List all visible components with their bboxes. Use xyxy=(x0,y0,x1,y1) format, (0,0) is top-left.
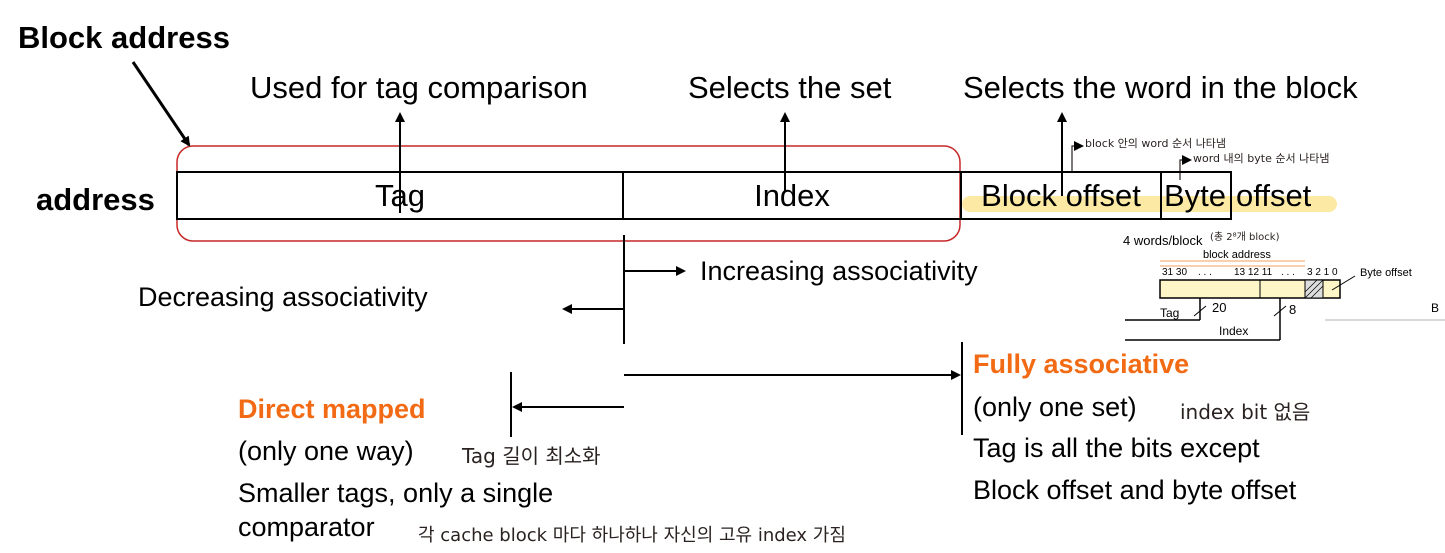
block-offset-field: Block offset xyxy=(961,171,1161,220)
tag-caption: Used for tag comparison xyxy=(250,70,588,105)
decreasing-associativity-label: Decreasing associativity xyxy=(138,282,428,312)
direct-mapped-line1: (only one way) xyxy=(238,436,414,466)
block-offset-caption: Selects the word in the block xyxy=(963,70,1358,105)
tag-field: Tag xyxy=(177,171,623,220)
inset-dots-right: . . . xyxy=(1281,267,1295,278)
fully-associative-line2: Tag is all the bits except xyxy=(973,433,1260,463)
block-address-title: Block address xyxy=(18,20,230,55)
inset-bits-right: 3 2 1 0 xyxy=(1307,267,1338,278)
inset-bits-left: 31 30 xyxy=(1162,267,1188,278)
inset-dots: . . . xyxy=(1198,267,1212,278)
byte-field-part: Byte xyxy=(1161,171,1233,220)
direct-mapped-line3: comparator xyxy=(238,512,375,542)
inset-total-blocks: (총 2⁸개 block) xyxy=(1210,232,1280,243)
inset-tag-bits: 20 xyxy=(1212,300,1227,315)
inset-bits-mid: 13 12 11 xyxy=(1234,267,1273,278)
inset-words-per-block: 4 words/block xyxy=(1123,233,1203,248)
index-field: Index xyxy=(623,171,961,220)
byte-offset-field: Byte offset xyxy=(1161,171,1321,220)
inset-byte-offset: Byte offset xyxy=(1360,267,1412,279)
inset-index-label: Index xyxy=(1219,324,1249,338)
inset-block-address: block address xyxy=(1203,249,1271,261)
direct-mapped-handwritten-note: Tag 길이 최소화 xyxy=(462,444,601,468)
block-offset-handwritten-note: block 안의 word 순서 나타냄 xyxy=(1085,137,1227,150)
index-handwritten-note: 각 cache block 마다 하나하나 자신의 고유 index 가짐 xyxy=(418,525,846,546)
fully-associative-line1: (only one set) xyxy=(973,392,1137,422)
direct-mapped-title: Direct mapped xyxy=(238,394,426,424)
fully-associative-title: Fully associative xyxy=(973,349,1190,379)
offset-field-part: offset xyxy=(1236,177,1312,213)
address-label: address xyxy=(36,182,155,217)
inset-index-bits: 8 xyxy=(1289,302,1297,317)
direct-mapped-line2: Smaller tags, only a single xyxy=(238,478,554,508)
inset-cache-diagram xyxy=(1125,260,1445,341)
fully-associative-handwritten-note: index bit 없음 xyxy=(1180,400,1311,424)
inset-b-label: B xyxy=(1431,301,1440,315)
inset-tag-label: Tag xyxy=(1160,306,1180,320)
highlighter-mark xyxy=(962,196,1337,212)
increasing-associativity-label: Increasing associativity xyxy=(700,256,978,286)
fully-associative-line3: Block offset and byte offset xyxy=(973,475,1297,505)
index-caption: Selects the set xyxy=(688,70,892,105)
block-address-pointer xyxy=(131,61,191,147)
byte-offset-handwritten-note: word 내의 byte 순서 나타냄 xyxy=(1193,152,1330,165)
